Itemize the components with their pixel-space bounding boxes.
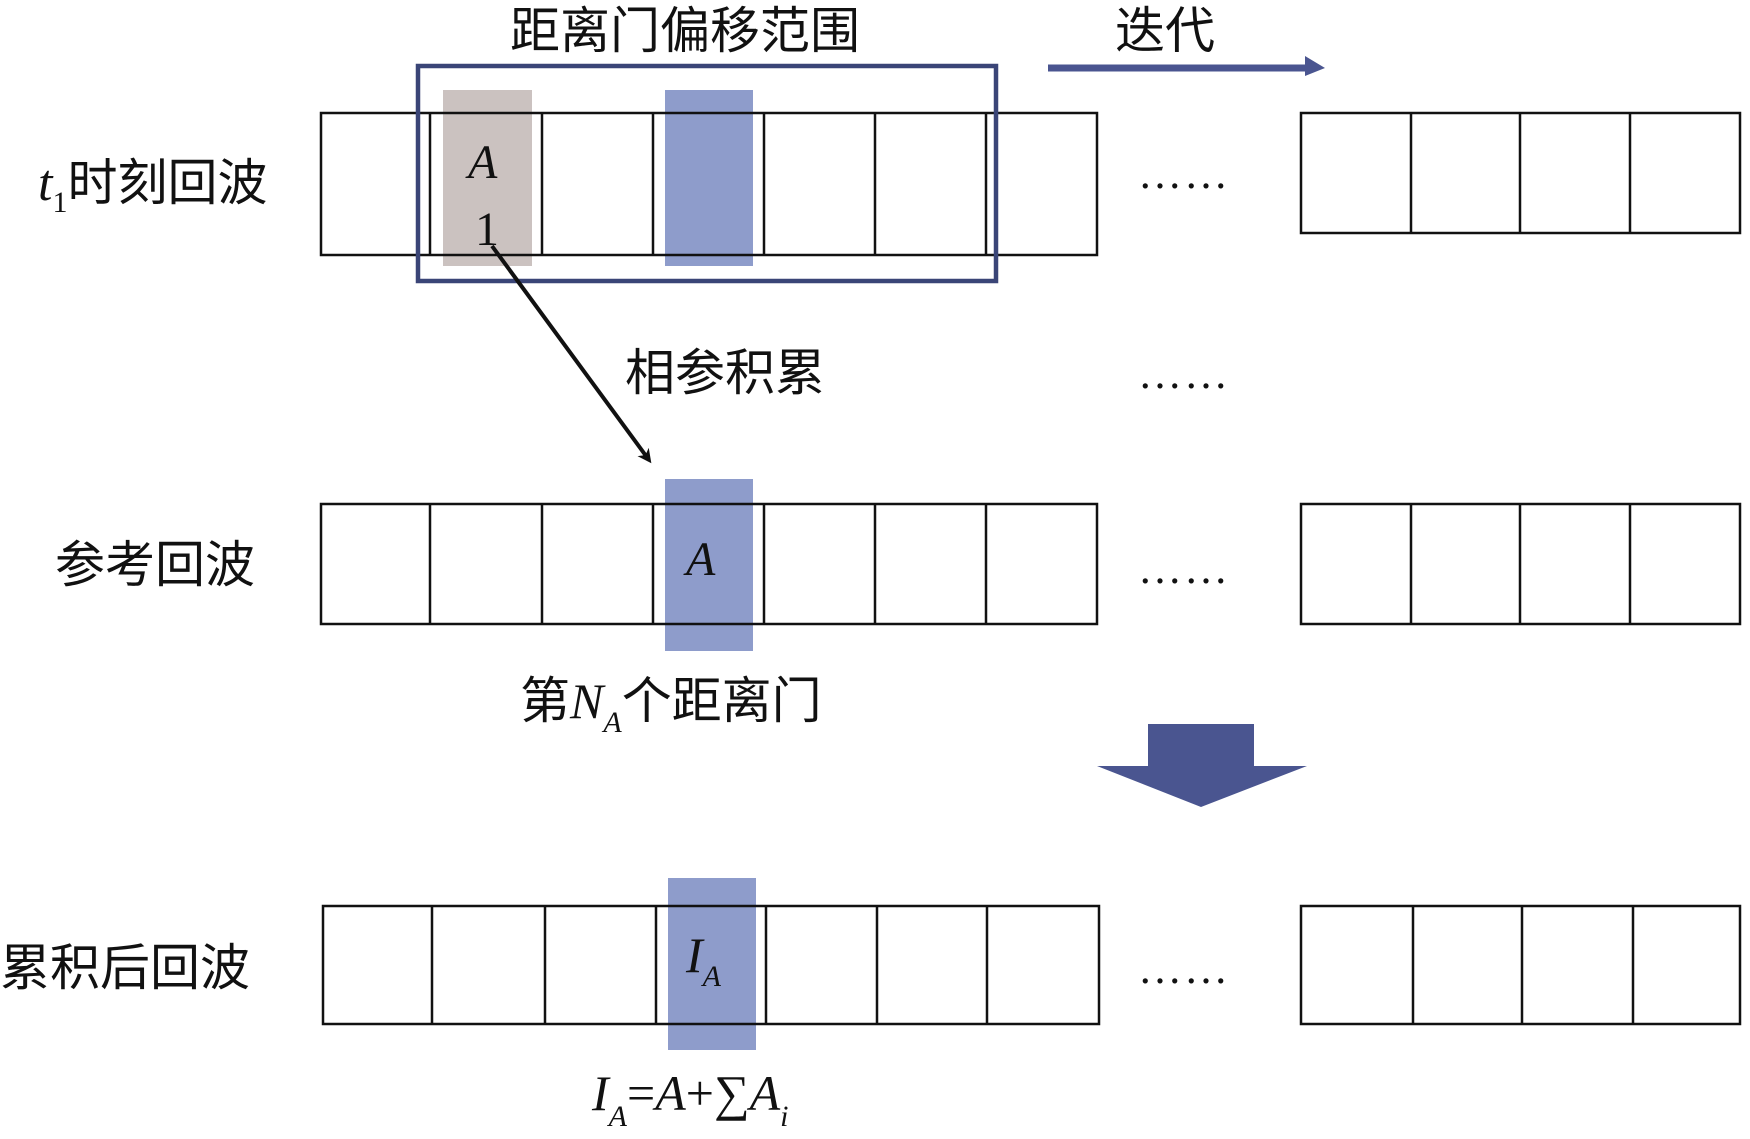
blue-highlight-cell: [665, 479, 753, 651]
ellipsis: ……: [1138, 544, 1230, 593]
row-t1-echo: t1时刻回波 A 1 ……: [38, 63, 1742, 284]
cell-value-A: A: [465, 136, 498, 189]
grey-highlight-cell: [443, 90, 532, 266]
ellipsis: ……: [1138, 944, 1230, 993]
row-t1-label: t1时刻回波: [38, 154, 267, 219]
iterate-arrow: [1048, 56, 1325, 76]
cell-value-IA: IA: [685, 927, 722, 993]
blue-highlight-cell: [665, 90, 753, 266]
coherent-accumulation-label: 相参积累: [625, 344, 825, 402]
accumulate-arrow: [490, 244, 652, 464]
accumulated-echo-label: 累积后回波: [0, 939, 250, 997]
cell-value-A: A: [683, 533, 716, 586]
accumulation-formula: IA=A+∑Ai: [591, 1065, 788, 1133]
range-offset-title: 距离门偏移范围: [510, 2, 860, 60]
row-accumulated-echo: 累积后回波 IA ……: [0, 878, 1742, 1050]
ellipsis: ……: [1138, 349, 1230, 398]
reference-echo-label: 参考回波: [55, 536, 255, 594]
down-arrow-icon: [1097, 724, 1307, 807]
offset-range-frame: [415, 63, 999, 284]
row-reference-echo: 参考回波 A …… 第NA个距离门: [55, 479, 1742, 739]
ellipsis: ……: [1138, 149, 1230, 198]
gate-index-label: 第NA个距离门: [520, 672, 822, 739]
iterate-label: 迭代: [1115, 2, 1215, 60]
